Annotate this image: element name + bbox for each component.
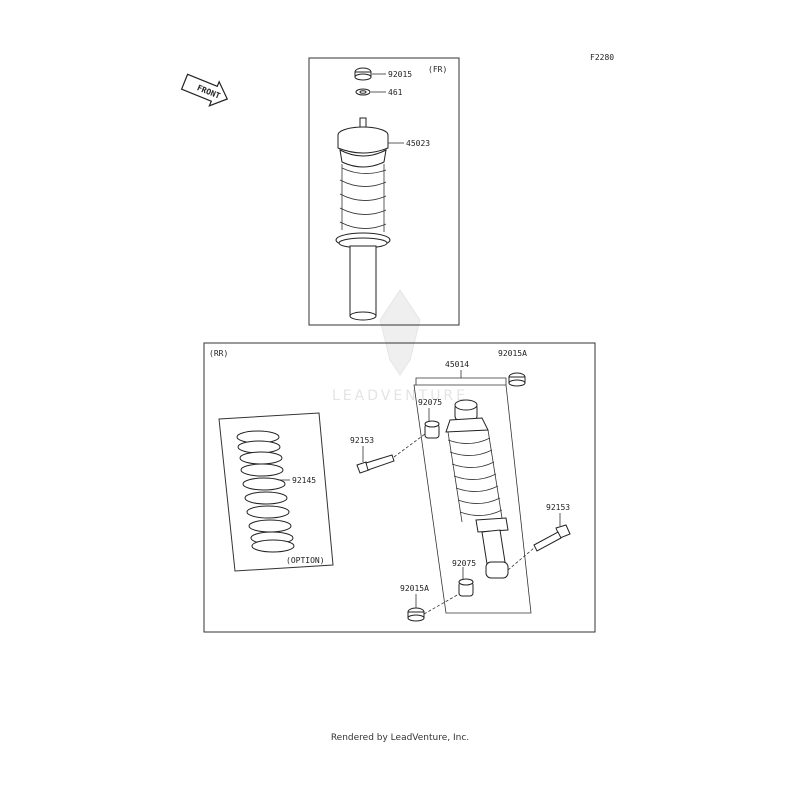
part-number: 92015A bbox=[400, 584, 429, 593]
front-shock bbox=[335, 117, 391, 321]
front-section-box bbox=[308, 57, 460, 326]
option-label: (OPTION) bbox=[286, 556, 325, 565]
option-spring bbox=[236, 430, 295, 553]
rear-top-bushing bbox=[424, 420, 440, 439]
front-section-label: (FR) bbox=[428, 65, 447, 74]
rear-bottom-nut bbox=[407, 607, 425, 622]
part-number: 45023 bbox=[406, 139, 430, 148]
rear-right-bolt bbox=[533, 524, 571, 552]
rear-section-box bbox=[203, 342, 596, 633]
part-number: 92075 bbox=[452, 559, 476, 568]
rear-left-bolt bbox=[356, 454, 395, 474]
footer-credit: Rendered by LeadVenture, Inc. bbox=[330, 733, 470, 743]
front-arrow-icon: FRONT bbox=[180, 73, 229, 107]
figure-id: F2280 bbox=[590, 53, 615, 62]
rear-shock bbox=[445, 399, 509, 579]
part-number: 92145 bbox=[292, 476, 316, 485]
part-number: 92015 bbox=[388, 70, 412, 79]
part-number: 92153 bbox=[546, 503, 570, 512]
watermark: LEADVENTURE bbox=[332, 289, 468, 404]
part-number: 45014 bbox=[445, 360, 469, 369]
part-number: 92075 bbox=[418, 398, 442, 407]
front-washer bbox=[355, 88, 371, 96]
front-nut bbox=[354, 67, 372, 81]
rear-section-label: (RR) bbox=[209, 349, 228, 358]
rear-bottom-bushing bbox=[458, 578, 474, 597]
part-number: 92153 bbox=[350, 436, 374, 445]
rear-top-nut bbox=[508, 372, 526, 387]
option-box bbox=[218, 412, 334, 572]
part-number: 92015A bbox=[498, 349, 527, 358]
watermark-text: LEADVENTURE bbox=[332, 388, 468, 404]
part-number: 461 bbox=[388, 88, 403, 97]
